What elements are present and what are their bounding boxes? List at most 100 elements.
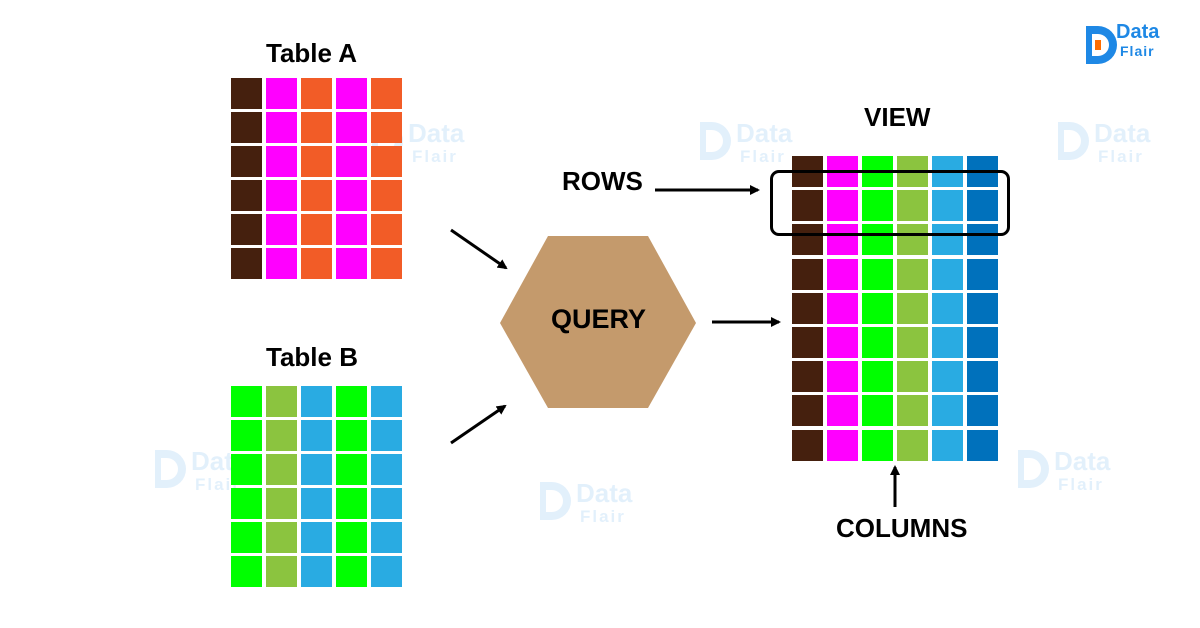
logo-icon	[1086, 26, 1117, 64]
table-a-cell	[371, 112, 402, 143]
view-cell	[967, 429, 998, 461]
view-cell	[897, 429, 928, 461]
rows-label: ROWS	[562, 166, 643, 196]
view-title: VIEW	[864, 102, 931, 132]
table-a-cell	[301, 78, 332, 109]
table-a-cell	[301, 112, 332, 143]
table-b-cell	[371, 522, 402, 553]
watermark-line1: Data	[736, 118, 793, 148]
table-a-cell	[266, 78, 297, 109]
view-cell	[862, 258, 893, 290]
table-b-cell	[301, 488, 332, 519]
view-cell	[932, 327, 963, 358]
table-a-cell	[336, 180, 367, 211]
table-a-cell	[301, 214, 332, 245]
table-a-cell	[301, 180, 332, 211]
watermark-line1: Data	[408, 118, 465, 148]
table-a-title: Table A	[266, 38, 358, 68]
view-cell	[897, 258, 928, 290]
table-b-cell	[231, 420, 262, 451]
table-b-cell	[231, 488, 262, 519]
view-cell	[897, 292, 928, 324]
table-a-cell	[336, 214, 367, 245]
table-b-cell	[371, 454, 402, 485]
table-a-cell	[371, 248, 402, 279]
table-a-cell	[266, 146, 297, 177]
table-b-cell	[301, 386, 332, 417]
table-a-cell	[231, 214, 262, 245]
table-b-cell	[266, 386, 297, 417]
view-cell	[967, 190, 998, 222]
table-a-cell	[266, 180, 297, 211]
view-cell	[792, 292, 823, 324]
watermark-line1: Data	[576, 478, 633, 508]
table-a-cell	[336, 146, 367, 177]
table-b-cell	[336, 420, 367, 451]
table-a-cell	[336, 248, 367, 279]
view-cell	[897, 327, 928, 358]
table-b-cell	[301, 454, 332, 485]
table-b-cell	[371, 556, 402, 587]
view-cell	[932, 224, 963, 256]
table-b-cell	[266, 522, 297, 553]
table-a-cell	[371, 78, 402, 109]
watermark-line2: Flair	[580, 507, 626, 526]
view-cell	[827, 361, 858, 393]
view-cell	[862, 395, 893, 427]
table-b-cell	[231, 556, 262, 587]
table-b-cell	[336, 556, 367, 587]
view-cell	[827, 190, 858, 222]
table-a-cell	[301, 146, 332, 177]
table-b-cell	[336, 454, 367, 485]
view-cell	[862, 190, 893, 222]
table-b-cell	[231, 386, 262, 417]
table-b-cell	[371, 488, 402, 519]
view-cell	[792, 258, 823, 290]
table-a-cell	[266, 248, 297, 279]
view-cell	[862, 361, 893, 393]
view-cell	[792, 429, 823, 461]
table-a-cell	[371, 180, 402, 211]
table-a-cell	[231, 146, 262, 177]
table-b-cell	[336, 386, 367, 417]
table-a-cell	[336, 78, 367, 109]
view-cell	[862, 327, 893, 358]
table-a-cell	[231, 180, 262, 211]
view-cell	[792, 327, 823, 358]
table-b-cell	[266, 454, 297, 485]
view-cell	[827, 327, 858, 358]
dataflair-logo: Data Flair	[1076, 20, 1176, 70]
table-b-title: Table B	[266, 342, 358, 372]
view-cell	[827, 429, 858, 461]
query-label: QUERY	[551, 304, 647, 334]
view-cell	[897, 190, 928, 222]
view-cell	[932, 190, 963, 222]
view-cell	[827, 224, 858, 256]
view-cell	[862, 224, 893, 256]
table-a-cell	[336, 112, 367, 143]
view-cell	[897, 395, 928, 427]
table-b-cell	[231, 522, 262, 553]
watermark-line2: Flair	[740, 147, 786, 166]
view-cell	[932, 292, 963, 324]
view-cell	[967, 258, 998, 290]
columns-label: COLUMNS	[836, 513, 968, 543]
watermark-line2: Flair	[1058, 475, 1104, 494]
table-b-cell	[371, 420, 402, 451]
table-a-cell	[231, 248, 262, 279]
view-cell	[932, 361, 963, 393]
watermark-line2: Flair	[195, 475, 241, 494]
table-a-cell	[301, 248, 332, 279]
view-cell	[792, 361, 823, 393]
view-cell	[897, 224, 928, 256]
view-cell	[792, 224, 823, 256]
view-cell	[792, 395, 823, 427]
logo-line2: Flair	[1120, 43, 1155, 59]
table-b-cell	[371, 386, 402, 417]
table-b-cell	[336, 488, 367, 519]
table-b-cell	[266, 420, 297, 451]
view-cell	[827, 292, 858, 324]
table-b-cell	[336, 522, 367, 553]
